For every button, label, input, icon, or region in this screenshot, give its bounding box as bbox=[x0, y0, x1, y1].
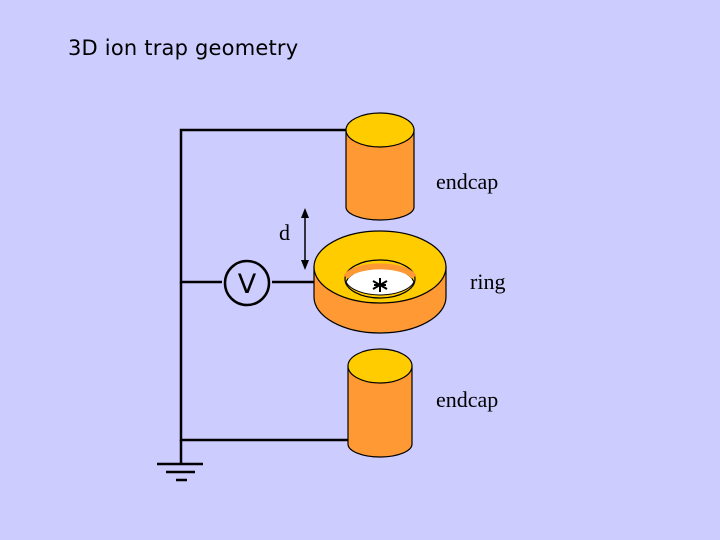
double-arrow-icon bbox=[301, 208, 309, 270]
ring-label: ring bbox=[470, 269, 505, 294]
bottom-endcap-electrode bbox=[347, 348, 413, 458]
page-title: 3D ion trap geometry bbox=[68, 36, 299, 60]
top-endcap-label: endcap bbox=[436, 169, 498, 194]
distance-label: d bbox=[279, 220, 290, 245]
voltage-label: V bbox=[238, 269, 257, 300]
bottom-endcap-label: endcap bbox=[436, 387, 498, 412]
ring-electrode bbox=[313, 230, 447, 334]
ground-icon bbox=[157, 462, 203, 482]
circuit-wires bbox=[179, 128, 348, 463]
top-endcap-electrode bbox=[345, 112, 415, 221]
voltage-source-icon: V bbox=[223, 259, 271, 307]
ion-icon bbox=[372, 278, 388, 292]
top-wire bbox=[179, 128, 346, 284]
